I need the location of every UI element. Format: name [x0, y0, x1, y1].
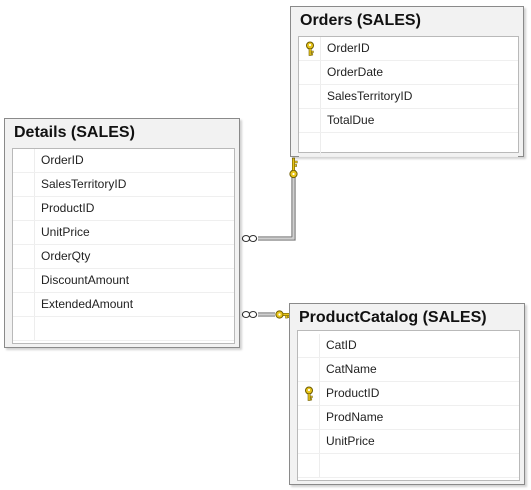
column-name: OrderID — [41, 153, 84, 167]
column-name: TotalDue — [327, 113, 375, 127]
column-row[interactable]: CatName — [298, 358, 519, 382]
row-selector[interactable] — [13, 149, 35, 172]
row-selector[interactable] — [299, 61, 321, 84]
row-selector[interactable] — [299, 37, 321, 60]
column-name: OrderID — [327, 41, 370, 55]
empty-column-row[interactable] — [13, 317, 234, 341]
row-selector[interactable] — [13, 245, 35, 268]
table-orders[interactable]: Orders (SALES) OrderID OrderDate — [290, 6, 524, 157]
column-row[interactable]: UnitPrice — [13, 221, 234, 245]
column-name: UnitPrice — [41, 225, 90, 239]
column-row[interactable]: OrderQty — [13, 245, 234, 269]
column-row[interactable]: CatID — [298, 334, 519, 358]
column-row[interactable]: ProdName — [298, 406, 519, 430]
column-name: SalesTerritoryID — [41, 177, 127, 191]
column-row[interactable]: DiscountAmount — [13, 269, 234, 293]
column-row[interactable]: ExtendedAmount — [13, 293, 234, 317]
column-row[interactable]: ProductID — [13, 197, 234, 221]
column-name: OrderQty — [41, 249, 91, 263]
column-row[interactable]: TotalDue — [299, 109, 518, 133]
column-row[interactable]: SalesTerritoryID — [299, 85, 518, 109]
column-name: OrderDate — [327, 65, 384, 79]
empty-column-row[interactable] — [298, 454, 519, 478]
many-end-icon — [241, 310, 258, 319]
column-name: UnitPrice — [326, 434, 375, 448]
column-row[interactable]: OrderID — [13, 149, 234, 173]
table-details[interactable]: Details (SALES) OrderID SalesTerritoryID… — [4, 118, 240, 348]
column-name: ProdName — [326, 410, 384, 424]
row-selector[interactable] — [13, 221, 35, 244]
column-name: ProductID — [326, 386, 380, 400]
column-name: CatID — [326, 338, 357, 352]
empty-column-row[interactable] — [299, 133, 518, 157]
row-selector[interactable] — [298, 406, 320, 429]
row-selector[interactable] — [298, 334, 320, 357]
column-name: CatName — [326, 362, 377, 376]
table-title: Orders (SALES) — [300, 12, 421, 29]
many-end-icon — [241, 234, 258, 243]
row-selector[interactable] — [13, 197, 35, 220]
column-row[interactable]: ProductID — [298, 382, 519, 406]
row-selector[interactable] — [298, 454, 320, 477]
row-selector[interactable] — [298, 382, 320, 405]
column-name: ProductID — [41, 201, 95, 215]
row-selector[interactable] — [299, 133, 321, 156]
column-name: ExtendedAmount — [41, 297, 134, 311]
row-selector[interactable] — [13, 317, 35, 340]
primary-key-icon — [305, 386, 313, 401]
table-title: ProductCatalog (SALES) — [299, 309, 487, 326]
one-end-key-icon — [289, 157, 298, 179]
row-selector[interactable] — [299, 109, 321, 132]
column-row[interactable]: OrderID — [299, 37, 518, 61]
table-productcatalog[interactable]: ProductCatalog (SALES) CatID CatName — [289, 303, 525, 485]
column-list: OrderID SalesTerritoryID ProductID UnitP… — [12, 148, 235, 344]
row-selector[interactable] — [299, 85, 321, 108]
column-row[interactable]: SalesTerritoryID — [13, 173, 234, 197]
table-title: Details (SALES) — [14, 124, 135, 141]
column-name: SalesTerritoryID — [327, 89, 413, 103]
column-row[interactable]: OrderDate — [299, 61, 518, 85]
row-selector[interactable] — [13, 293, 35, 316]
row-selector[interactable] — [298, 430, 320, 453]
column-name: DiscountAmount — [41, 273, 130, 287]
column-row[interactable]: UnitPrice — [298, 430, 519, 454]
one-end-key-icon — [275, 310, 291, 319]
column-list: OrderID OrderDate SalesTerritoryID Total… — [298, 36, 519, 157]
relationship-details-productcatalog[interactable] — [241, 310, 291, 319]
relationship-details-orders[interactable] — [241, 157, 298, 243]
row-selector[interactable] — [13, 269, 35, 292]
row-selector[interactable] — [298, 358, 320, 381]
primary-key-icon — [306, 41, 314, 56]
row-selector[interactable] — [13, 173, 35, 196]
column-list: CatID CatName ProductID — [297, 330, 520, 481]
